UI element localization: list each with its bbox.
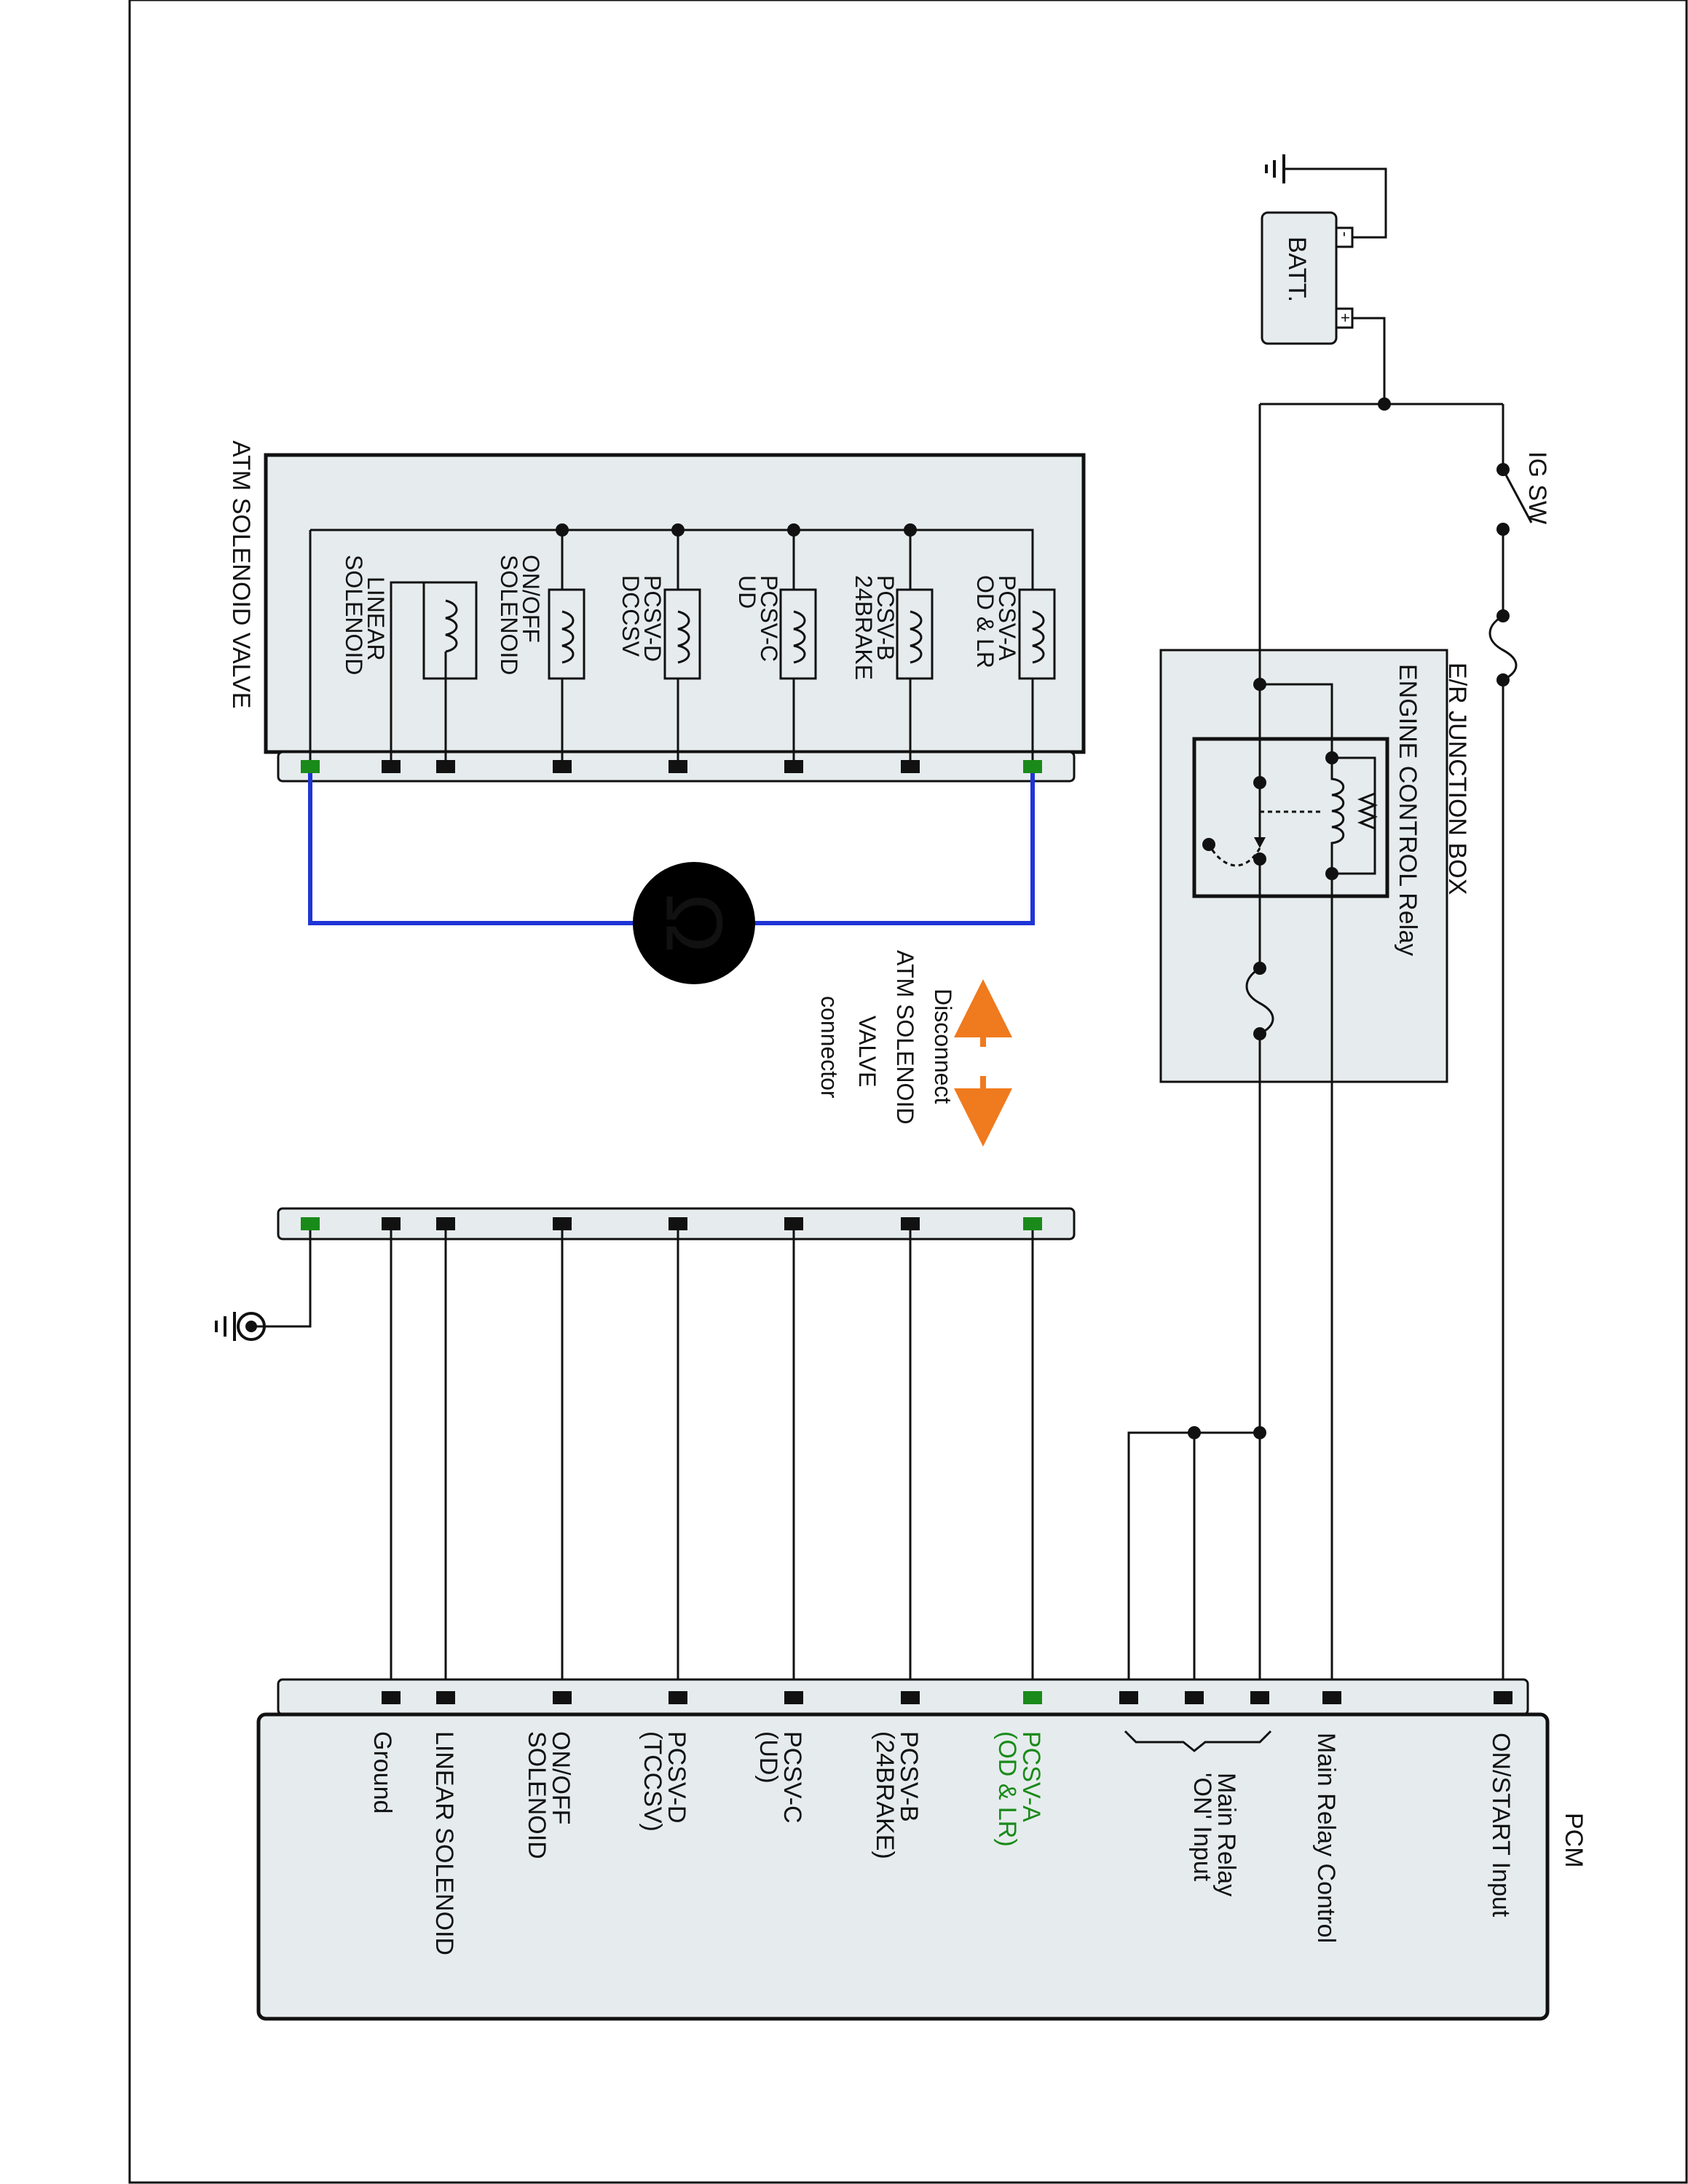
battery-plus-label: + bbox=[1336, 313, 1354, 323]
pcm-label-pcsv-b-1: PCSV-B bbox=[895, 1731, 923, 1822]
solenoid-label-linear1: LINEAR bbox=[363, 577, 389, 661]
solenoid-label-linear2: SOLENOID bbox=[341, 555, 367, 675]
solenoid-label-onoff2: SOLENOID bbox=[496, 555, 522, 675]
page-frame bbox=[128, 0, 1688, 2184]
ig-switch-label: IG SW bbox=[1523, 451, 1551, 524]
pcm-pin bbox=[1185, 1691, 1204, 1704]
solenoid-coil-icon bbox=[1018, 588, 1056, 767]
connector-note-line3: VALVE bbox=[854, 1016, 880, 1087]
pcm-label-pcsv-b-2: (24BRAKE) bbox=[871, 1731, 899, 1859]
relay-label: ENGINE CONTROL Relay bbox=[1394, 664, 1421, 956]
valve-pin bbox=[553, 760, 572, 773]
pcm-pin bbox=[553, 1691, 572, 1704]
harness-pin bbox=[301, 1217, 320, 1230]
battery: BATT. - + bbox=[1261, 211, 1354, 345]
pcm-label-pcsv-c-2: (UD) bbox=[754, 1731, 782, 1784]
solenoid-coil-icon bbox=[390, 581, 478, 767]
atm-valve-title: ATM SOLENOID VALVE bbox=[227, 440, 255, 708]
pcm-pin bbox=[1250, 1691, 1269, 1704]
harness-pin bbox=[1023, 1217, 1042, 1230]
ground-icon bbox=[215, 1312, 266, 1341]
pcm-box bbox=[256, 1712, 1550, 2021]
solenoid-label-c2: UD bbox=[734, 575, 760, 609]
pcm-title: PCM bbox=[1560, 1813, 1588, 1868]
pcm-pin bbox=[382, 1691, 401, 1704]
harness-pin bbox=[784, 1217, 803, 1230]
valve-pin bbox=[1023, 760, 1042, 773]
harness-pin bbox=[669, 1217, 687, 1230]
valve-pin bbox=[669, 760, 687, 773]
pcm-label-pcsv-c-1: PCSV-C bbox=[778, 1731, 806, 1824]
pcm-pin bbox=[1119, 1691, 1138, 1704]
ohmmeter-icon[interactable]: Ω bbox=[633, 862, 755, 984]
solenoid-label-a2: OD & LR bbox=[972, 575, 998, 668]
fuse-icon bbox=[1245, 967, 1274, 1035]
solenoid-coil-icon bbox=[548, 530, 585, 767]
meter-lead-positive bbox=[750, 773, 1035, 925]
solenoid-label-b2: 24BRAKE bbox=[851, 575, 877, 680]
pcm-label-pcsv-a-1: PCSV-A bbox=[1017, 1731, 1045, 1822]
solenoid-label-b1: PCSV-B bbox=[872, 575, 899, 660]
pcm-label-main-relay-on-2: 'ON' Input bbox=[1188, 1773, 1216, 1882]
pcm-pin bbox=[1023, 1691, 1042, 1704]
harness-pin bbox=[901, 1217, 920, 1230]
solenoid-label-d2: DCCSV bbox=[618, 575, 644, 657]
connector-note-line4: connector bbox=[816, 996, 843, 1099]
pcm-label-pcsv-d-1: PCSV-D bbox=[663, 1731, 690, 1824]
pcm-label-onoff-1: ON/OFF bbox=[547, 1731, 575, 1824]
battery-label: BATT. bbox=[1283, 237, 1311, 302]
solenoid-coil-icon bbox=[779, 530, 817, 767]
valve-pin bbox=[901, 760, 920, 773]
solenoid-label-onoff1: ON/OFF bbox=[518, 555, 544, 643]
junction-box-title: E/R JUNCTION BOX bbox=[1443, 662, 1471, 895]
ground-icon bbox=[1265, 154, 1285, 183]
harness-pin bbox=[382, 1217, 401, 1230]
connector-note-line2: ATM SOLENOID bbox=[892, 950, 918, 1124]
solenoid-coil-icon bbox=[663, 530, 701, 767]
valve-pin bbox=[436, 760, 455, 773]
solenoid-label-d1: PCSV-D bbox=[639, 575, 666, 662]
pcm-pin bbox=[901, 1691, 920, 1704]
harness-pin bbox=[553, 1217, 572, 1230]
valve-pin bbox=[301, 760, 320, 773]
brace-icon bbox=[1124, 1730, 1272, 1752]
solenoid-label-a1: PCSV-A bbox=[994, 575, 1020, 661]
solenoid-coil-icon bbox=[896, 530, 934, 767]
pcm-label-ground: Ground bbox=[368, 1731, 396, 1813]
pcm-pin bbox=[436, 1691, 455, 1704]
pcm-label-main-relay-control: Main Relay Control bbox=[1312, 1733, 1340, 1943]
pcm-pin bbox=[1322, 1691, 1341, 1704]
valve-pin bbox=[784, 760, 803, 773]
svg-text:Ω: Ω bbox=[650, 893, 739, 953]
meter-lead-negative bbox=[308, 773, 638, 925]
pcm-label-pcsv-a-2: (OD & LR) bbox=[993, 1731, 1021, 1847]
fuse-icon bbox=[1488, 614, 1518, 681]
pcm-label-pcsv-d-2: (TCCSV) bbox=[639, 1731, 666, 1832]
harness-pin bbox=[436, 1217, 455, 1230]
pcm-label-linear: LINEAR SOLENOID bbox=[430, 1731, 458, 1955]
ig-switch-blade bbox=[1502, 469, 1533, 523]
pcm-label-main-relay-on-1: Main Relay bbox=[1212, 1773, 1240, 1896]
relay-coil-icon bbox=[1330, 758, 1379, 874]
pcm-pin bbox=[669, 1691, 687, 1704]
solenoid-label-c1: PCSV-C bbox=[756, 575, 782, 662]
engine-control-relay bbox=[1192, 737, 1389, 898]
valve-pin bbox=[382, 760, 401, 773]
battery-minus-label: - bbox=[1336, 232, 1354, 237]
pcm-label-onoff-2: SOLENOID bbox=[523, 1731, 551, 1859]
pcm-label-on-start: ON/START Input bbox=[1487, 1733, 1515, 1918]
connector-note-line1: Disconnect bbox=[930, 989, 956, 1104]
pcm-pin bbox=[784, 1691, 803, 1704]
pcm-pin bbox=[1494, 1691, 1513, 1704]
